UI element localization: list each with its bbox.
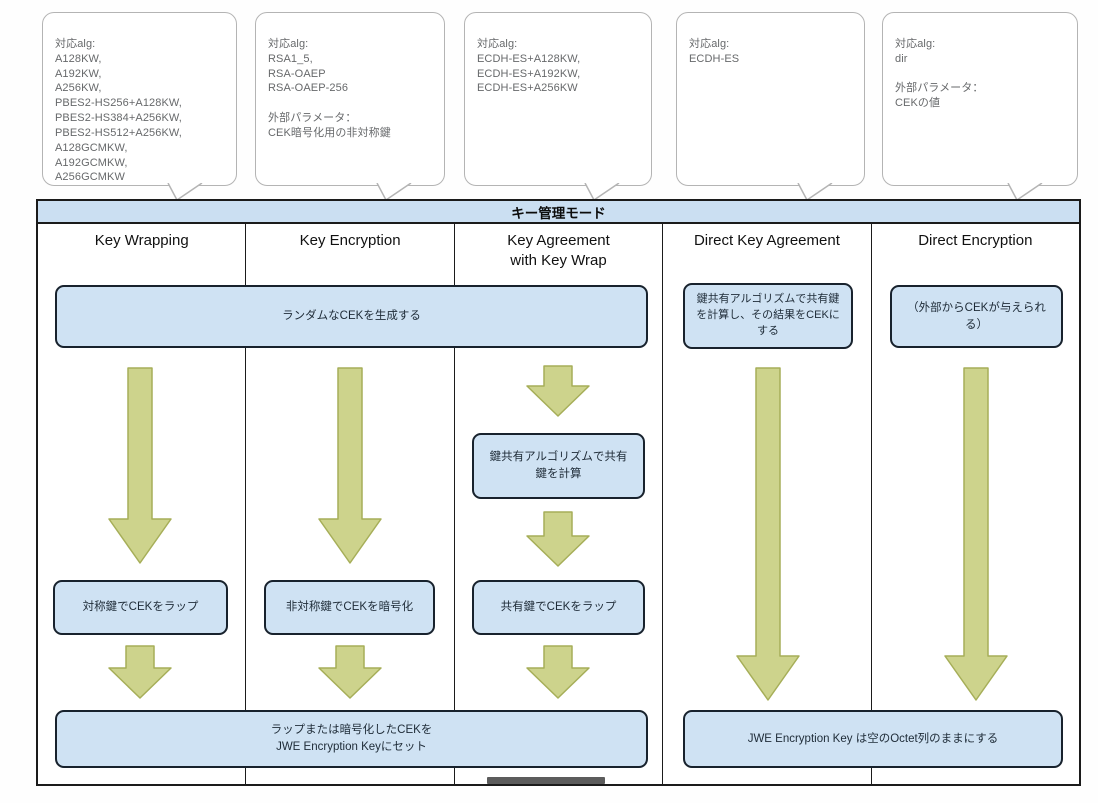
node-generate-random-cek: ランダムなCEKを生成する [55, 285, 648, 348]
node-wrap-cek-shared: 共有鍵でCEKをラップ [472, 580, 645, 635]
node-empty-octet-jwe-key: JWE Encryption Key は空のOctet列のままにする [683, 710, 1063, 768]
column-direct-encryption: Direct Encryption [872, 224, 1079, 784]
callout-key-encryption-text: 対応alg: RSA1_5, RSA-OAEP RSA-OAEP-256 外部パ… [268, 37, 391, 139]
table-columns: Key Wrapping Key Encryption Key Agreemen… [38, 224, 1079, 784]
column-direct-key-agreement: Direct Key Agreement [663, 224, 872, 784]
node-compute-shared-key: 鍵共有アルゴリズムで共有鍵を計算 [472, 433, 645, 499]
callout-direct-key-agreement-text: 対応alg: ECDH-ES [689, 37, 740, 65]
callout-direct-key-agreement: 対応alg: ECDH-ES [676, 12, 865, 201]
column-header: Direct Encryption [918, 232, 1033, 249]
callout-key-agreement-wrap-text: 対応alg: ECDH-ES+A128KW, ECDH-ES+A192KW, E… [477, 37, 581, 95]
callout-key-wrapping: 対応alg: A128KW, A192KW, A256KW, PBES2-HS2… [42, 12, 237, 228]
column-key-wrapping: Key Wrapping [38, 224, 247, 784]
callout-direct-encryption: 対応alg: dir 外部パラメータ： CEKの値 [882, 12, 1078, 201]
column-header: Key Agreement with Key Wrap [507, 232, 610, 269]
callout-direct-encryption-text: 対応alg: dir 外部パラメータ： CEKの値 [895, 37, 984, 110]
column-header: Direct Key Agreement [693, 232, 840, 249]
column-header: Key Encryption [299, 232, 401, 249]
column-key-agreement-wrap: Key Agreement with Key Wrap [455, 224, 664, 784]
node-key-agreement-result-cek: 鍵共有アルゴリズムで共有鍵を計算し、その結果をCEKにする [683, 283, 853, 349]
footer-artifact [487, 777, 605, 784]
callout-key-agreement-wrap: 対応alg: ECDH-ES+A128KW, ECDH-ES+A192KW, E… [464, 12, 652, 201]
node-encrypt-cek-asymmetric: 非対称鍵でCEKを暗号化 [264, 580, 435, 635]
column-key-encryption: Key Encryption [246, 224, 455, 784]
node-set-jwe-encryption-key: ラップまたは暗号化したCEKを JWE Encryption Keyにセット [55, 710, 648, 768]
node-wrap-cek-symmetric: 対称鍵でCEKをラップ [53, 580, 228, 635]
column-header: Key Wrapping [94, 232, 189, 249]
table-title: キー管理モード [38, 201, 1079, 224]
callout-key-encryption: 対応alg: RSA1_5, RSA-OAEP RSA-OAEP-256 外部パ… [255, 12, 445, 201]
node-external-cek: （外部からCEKが与えられる） [890, 285, 1063, 348]
